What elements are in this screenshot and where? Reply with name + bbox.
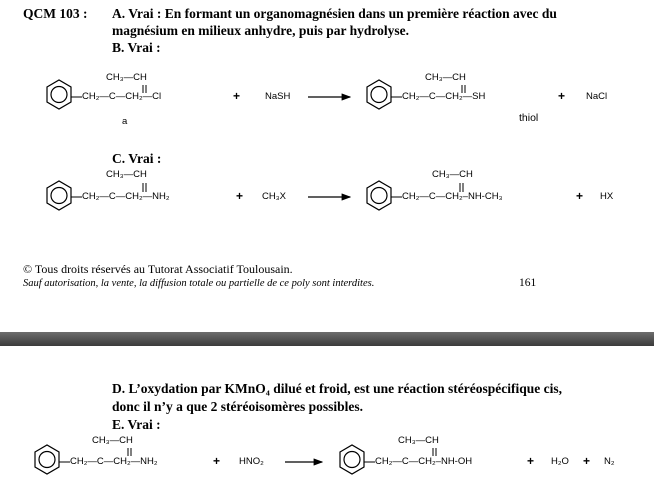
reaction-e-reagent: HNO₂ — [239, 456, 264, 467]
reaction-b-label-thiol: thiol — [519, 112, 539, 124]
reaction-b-product-chain: CH₂—C—CH₂—SH — [402, 91, 486, 102]
reaction-e-plus-1: + — [213, 454, 221, 468]
reaction-c-reactant-top: CH₃—CH — [106, 169, 147, 180]
reaction-e-product-water: H₂O — [551, 456, 569, 467]
answer-c-label: C. Vrai : — [112, 151, 162, 166]
reaction-e-reactant-chain: CH₂—C—CH₂—NH₂ — [70, 456, 158, 467]
reaction-b-reactant-chain: CH₂—C—CH₂—Cl — [82, 91, 162, 102]
qcm-number: QCM 103 : — [23, 6, 88, 21]
reaction-b-plus-2: + — [558, 89, 566, 103]
benzene-ring-e-right — [339, 444, 365, 475]
answer-a-line2: magnésium en milieux anhydre, puis par h… — [112, 23, 410, 38]
reaction-b-reactant-top: CH₃—CH — [106, 72, 147, 83]
reaction-e-product-chain: CH₂—C—CH₂–NH-OH — [375, 456, 473, 467]
benzene-ring-e-left — [34, 444, 60, 475]
reaction-c-reactant-chain: CH₂—C—CH₂—NH₂ — [82, 191, 170, 202]
reaction-c-reagent: CH₃X — [262, 191, 286, 202]
reaction-b-plus-1: + — [233, 89, 241, 103]
reaction-c-plus-2: + — [576, 189, 584, 203]
benzene-ring-b-right — [366, 79, 392, 110]
reaction-e-product-nitrogen: N₂ — [604, 456, 615, 467]
answer-d-line2: donc il n’y a que 2 stéréoisomères possi… — [112, 399, 364, 414]
reaction-b-reagent: NaSH — [265, 91, 291, 102]
legal-notice: Sauf autorisation, la vente, la diffusio… — [23, 278, 375, 289]
answer-a-line1: A. Vrai : En formant un organomagnésien … — [112, 6, 557, 21]
benzene-ring-c-right — [366, 180, 392, 211]
reaction-c-product-top: CH₃—CH — [432, 169, 473, 180]
page-number: 161 — [519, 277, 537, 289]
reaction-e-plus-2: + — [527, 454, 535, 468]
reaction-b-label-a: a — [122, 116, 128, 127]
reaction-e-plus-3: + — [583, 454, 591, 468]
reaction-b-product-top: CH₃—CH — [425, 72, 466, 83]
reaction-c-plus-1: + — [236, 189, 244, 203]
reaction-b-byproduct: NaCl — [586, 91, 608, 102]
reaction-c-byproduct: HX — [600, 191, 614, 202]
benzene-ring-b-left — [46, 79, 72, 110]
answer-e-label: E. Vrai : — [112, 417, 161, 432]
reaction-c-product-chain: CH₂—C—CH₂–NH-CH₃ — [402, 191, 503, 202]
benzene-ring-c-left — [46, 180, 72, 211]
reaction-e-product-top: CH₃—CH — [398, 435, 439, 446]
answer-b-label: B. Vrai : — [112, 40, 161, 55]
reaction-e-reactant-top: CH₃—CH — [92, 435, 133, 446]
answer-d-line1: D. L’oxydation par KMnO₄ dilué et froid,… — [112, 381, 563, 396]
page-separator — [0, 332, 654, 346]
copyright-line: © Tous droits réservés au Tutorat Associ… — [23, 262, 293, 276]
